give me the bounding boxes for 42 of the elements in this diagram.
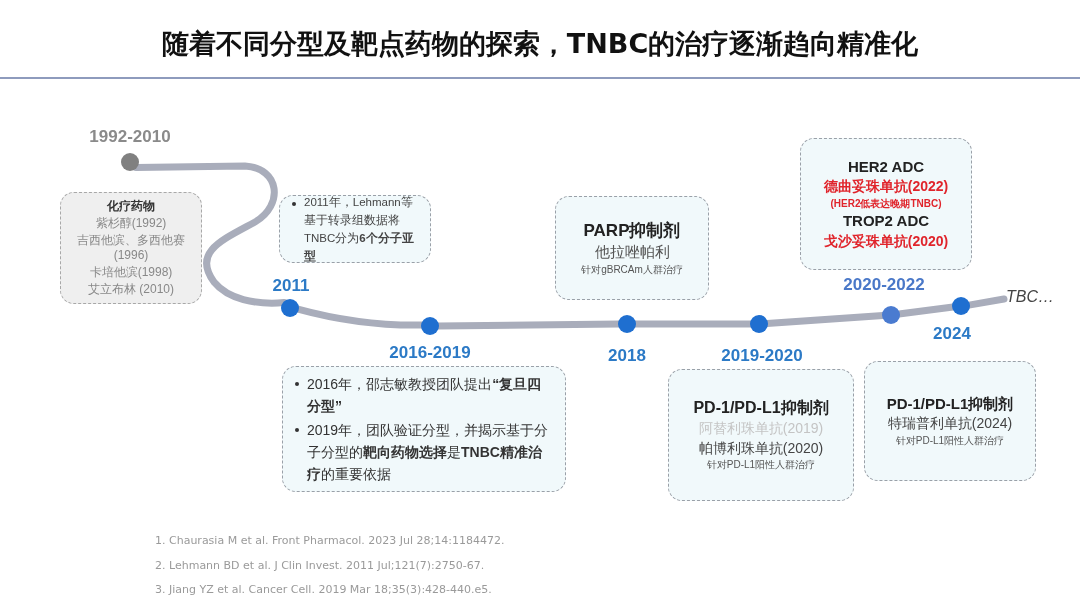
card-text: 2011年，Lehmann等基于转录组数据将TNBC分为6个分子亚型	[304, 195, 415, 264]
slide-title: 随着不同分型及靶点药物的探索，TNBC的治疗逐渐趋向精准化	[160, 27, 920, 61]
timeline-line	[132, 162, 288, 307]
card-text: 卡培他滨(1998)	[89, 265, 173, 280]
card-text: 2019年，团队验证分型，并揭示基于分子分型的靶向药物选择是TNBC精准治疗的重要依据	[307, 421, 550, 484]
card-text: (HER2低表达晚期TNBC)	[830, 197, 942, 211]
card-text: 针对gBRCAm人群治疗	[581, 263, 683, 277]
year-label: 2011	[272, 275, 310, 298]
reference-text: 3. Jiang YZ et al. Cancer Cell. 2019 Mar 18;35(3):428-440.e5.	[155, 582, 493, 598]
card-text: 帕博利珠单抗(2020)	[698, 439, 824, 458]
card-heading: HER2 ADC	[847, 157, 925, 177]
info-card	[668, 369, 854, 501]
info-card	[800, 138, 972, 270]
card-text: 吉西他滨、多西他赛(1996)	[76, 233, 186, 263]
info-card	[282, 366, 566, 492]
year-label: 1992-2010	[89, 126, 171, 149]
year-label: 2024	[933, 323, 971, 346]
card-text: 戈沙妥珠单抗(2020)	[823, 233, 949, 251]
card-text: 紫杉醇(1992)	[95, 216, 167, 231]
year-label: 2016-2019	[389, 342, 471, 365]
info-card	[864, 361, 1036, 481]
card-text: 他拉唑帕利	[594, 243, 670, 262]
info-card	[60, 192, 202, 304]
year-label: 2020-2022	[843, 274, 925, 297]
continuation-text: TBC…	[1006, 287, 1054, 307]
info-card	[555, 196, 709, 300]
card-text: 针对PD-L1阳性人群治疗	[895, 434, 1005, 448]
card-text: 针对PD-L1阳性人群治疗	[706, 459, 816, 472]
card-text: 特瑞普利单抗(2024)	[887, 415, 1013, 433]
card-heading: PD-1/PD-L1抑制剂	[886, 394, 1014, 414]
reference-text: 2. Lehmann BD et al. J Clin Invest. 2011 Jul;121(7):2750-67.	[155, 557, 486, 574]
card-text: 德曲妥珠单抗(2022)	[823, 178, 949, 196]
card-text: 艾立布林 (2010)	[88, 282, 174, 297]
info-card	[279, 195, 431, 263]
year-label: 2018	[608, 345, 646, 368]
card-heading: PD-1/PD-L1抑制剂	[693, 398, 829, 419]
card-heading: PARP抑制剂	[583, 219, 681, 241]
card-text: TROP2 ADC	[842, 212, 930, 231]
year-label: 2019-2020	[721, 345, 803, 368]
card-heading: 化疗药物	[107, 199, 155, 214]
reference-text: 1. Chaurasia M et al. Front Pharmacol. 2023 Jul 28;14:1184472.	[155, 533, 505, 549]
card-text: 2016年，邵志敏教授团队提出“复旦四分型”	[307, 375, 543, 416]
